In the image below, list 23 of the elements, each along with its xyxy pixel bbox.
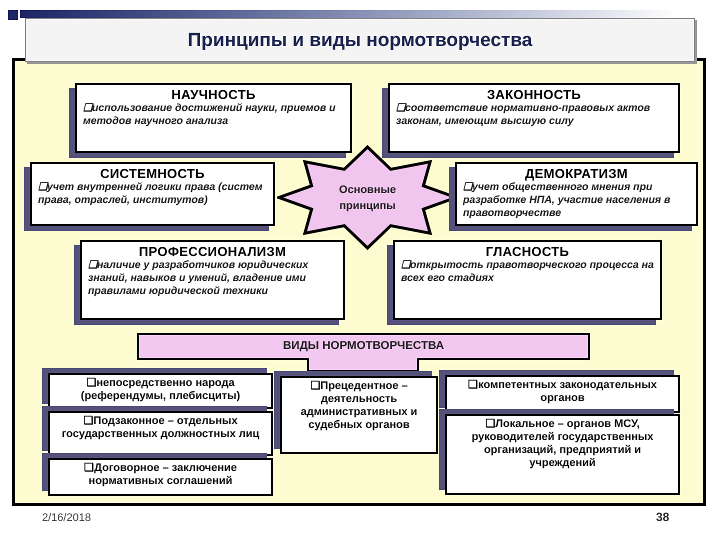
date-label: 2/16/2018 — [42, 511, 91, 526]
type-description: ❑Прецедентное – деятельность административных и судебных органов — [300, 380, 418, 432]
type-description: ❑компетентных законодательных органов — [467, 379, 658, 405]
principle-description: ❑учет внутренней логики права (систем права, отраслей, институтов) — [38, 181, 264, 207]
principle-description: ❑открытость правотворческого процесса на всех его стадиях — [401, 259, 654, 285]
principle-description: ❑соответствие нормативно-правовых актов законам, имеющим высшую силу — [396, 102, 652, 128]
type-description: ❑Договорное – заключение нормативных соглашений — [83, 462, 238, 488]
type-description: ❑непосредственно народа (референдумы, плебисциты) — [80, 377, 242, 403]
title: Принципы и виды нормотворчества — [186, 30, 534, 52]
principle-description: ❑учет общественного мнения при разработке НПА, участие населения в правотворчестве — [463, 181, 672, 220]
page-number: 38 — [656, 509, 670, 526]
type-description: ❑Локальное – органов МСУ, руководителей государственных организаций, предприятий и учреждений — [470, 418, 654, 470]
banner-heading: ВИДЫ НОРМОТВОРЧЕСТВА — [282, 339, 445, 353]
principle-description: ❑использование достижений науки, приемов и методов научного анализа — [83, 102, 337, 128]
type-description: ❑Подзаконное – отдельных государственных должностных лиц — [60, 415, 260, 441]
principle-heading: ДЕМОКРАТИЗМ — [524, 166, 629, 181]
principle-heading: СИСТЕМНОСТЬ — [99, 166, 206, 181]
principle-heading: ЗАКОННОСТЬ — [486, 87, 582, 102]
principle-heading: НАУЧНОСТЬ — [170, 87, 257, 102]
star-label: Основные принципы — [338, 182, 397, 214]
principle-heading: ГЛАСНОСТЬ — [484, 244, 570, 259]
principle-heading: ПРОФЕССИОНАЛИЗМ — [138, 244, 288, 259]
principle-description: ❑наличие у разработчиков юридических знаний, навыков и умений, владение ими правилами юридической техники — [88, 259, 310, 298]
